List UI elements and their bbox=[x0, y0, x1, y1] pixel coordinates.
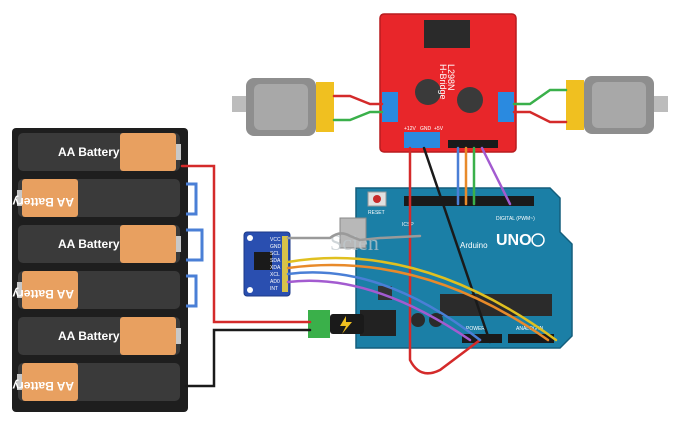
sensor-pin-ad0: AD0 bbox=[270, 279, 280, 285]
sensor-pin-sda: SDA bbox=[270, 258, 281, 264]
wire-motor-b bbox=[512, 88, 568, 106]
battery-cell: AA Battery bbox=[12, 363, 180, 401]
power-label: POWER bbox=[466, 326, 485, 332]
sensor-pin-xcl: XCL bbox=[270, 272, 280, 278]
sensor-pin-scl: SCL bbox=[270, 251, 280, 257]
arduino-infinity-icon bbox=[531, 233, 545, 247]
uno-logo: UNO bbox=[496, 232, 532, 249]
sensor-pin-vcc: VCC bbox=[270, 237, 281, 243]
motor-connector bbox=[566, 80, 584, 130]
battery-cell: AA Battery bbox=[12, 179, 180, 217]
barrel-jack bbox=[360, 310, 396, 336]
wire-sensor-vcc bbox=[286, 232, 422, 242]
digital-label: DIGITAL (PWM~) bbox=[496, 216, 535, 222]
battery-jumper bbox=[186, 182, 198, 216]
driver-title: L298N bbox=[446, 64, 456, 91]
wire-battery-positive bbox=[180, 164, 312, 324]
digital-header bbox=[404, 196, 534, 206]
battery-cell: AA Battery bbox=[12, 271, 180, 309]
battery-label: AA Battery bbox=[12, 379, 74, 393]
wire-driver-12v bbox=[408, 146, 482, 375]
driver-subtitle: H-Bridge bbox=[438, 64, 448, 100]
sensor-pin-int: INT bbox=[270, 286, 278, 292]
motor-b-terminal bbox=[498, 92, 514, 122]
l298n-motor-driver: L298N H-Bridge +12V GND +5V bbox=[379, 13, 517, 153]
wire-sensor-sda bbox=[286, 263, 550, 342]
battery-label: AA Battery bbox=[12, 195, 74, 209]
power-terminal bbox=[404, 132, 440, 148]
sensor-pin-gnd: GND bbox=[270, 244, 282, 250]
battery-cell: AA Battery bbox=[18, 225, 181, 263]
battery-cell: AA Battery bbox=[18, 133, 181, 171]
wires bbox=[180, 88, 568, 388]
atmega-chip bbox=[440, 294, 552, 316]
capacitor bbox=[415, 79, 441, 105]
power-bolt-icon bbox=[340, 316, 352, 334]
driver-pin-5v: +5V bbox=[434, 126, 444, 132]
wire-in4 bbox=[480, 146, 512, 206]
sensor-pin-xda: XDA bbox=[270, 265, 281, 271]
capacitor bbox=[457, 87, 483, 113]
sensor-chip bbox=[254, 252, 272, 270]
icsp-label: ICSP bbox=[402, 222, 414, 228]
battery-label: AA Battery bbox=[12, 287, 74, 301]
wire-sensor-xda bbox=[286, 271, 482, 342]
mpu-sensor-module: VCC GND SCL SDA XDA XCL AD0 INT bbox=[243, 231, 291, 297]
motor-left bbox=[232, 78, 334, 136]
sensor-pins bbox=[282, 236, 288, 292]
dc-power-jack bbox=[308, 310, 364, 338]
motor-right bbox=[566, 76, 668, 134]
control-header bbox=[448, 140, 498, 148]
battery-pack: AA Battery AA Battery AA Battery AA Batt… bbox=[12, 128, 204, 412]
battery-label: AA Battery bbox=[58, 145, 120, 159]
arduino-brand: Arduino bbox=[460, 241, 488, 250]
wire-sensor-int bbox=[286, 279, 472, 342]
motor-connector bbox=[316, 82, 334, 132]
analog-header bbox=[508, 334, 554, 343]
driver-pin-gnd: GND bbox=[420, 126, 432, 132]
battery-jumper bbox=[186, 228, 204, 262]
battery-jumper bbox=[186, 274, 198, 308]
reset-label: RESET bbox=[368, 210, 385, 216]
wire-driver-gnd bbox=[422, 146, 492, 344]
wire-motor-b bbox=[512, 110, 568, 124]
wire-motor-a bbox=[332, 94, 384, 106]
wire-motor-a bbox=[332, 110, 384, 122]
motor-a-terminal bbox=[382, 92, 398, 122]
battery-label: AA Battery bbox=[58, 237, 120, 251]
battery-label: AA Battery bbox=[58, 329, 120, 343]
capacitor bbox=[411, 313, 425, 327]
wire-sensor-scl bbox=[286, 256, 558, 342]
battery-cell: AA Battery bbox=[18, 317, 181, 355]
power-header bbox=[462, 334, 502, 343]
wire-battery-negative bbox=[184, 328, 312, 388]
heatsink bbox=[424, 20, 470, 48]
driver-pin-12v: +12V bbox=[404, 126, 416, 132]
